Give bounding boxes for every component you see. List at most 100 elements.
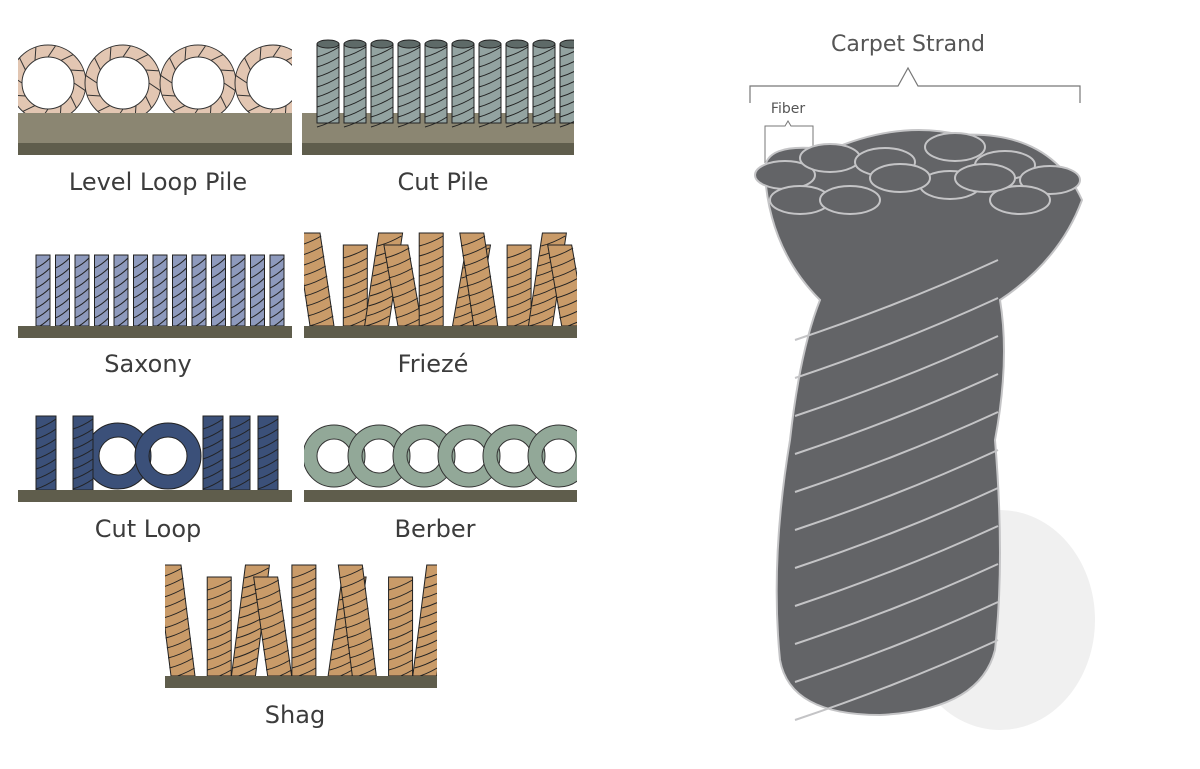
twist-line (207, 579, 232, 591)
twist-line (230, 297, 246, 309)
twist-line (316, 116, 340, 128)
twist-line (74, 277, 90, 289)
twist-line (207, 639, 232, 651)
twist-line (388, 267, 413, 279)
twist-line (419, 295, 444, 307)
twist-line (388, 639, 413, 651)
twist-line (424, 46, 448, 58)
twist-line (414, 658, 437, 669)
twist-line (291, 577, 317, 589)
twist-line (229, 438, 251, 450)
twist-line (505, 86, 529, 98)
strand-twist-line (794, 449, 999, 531)
backing (165, 676, 437, 688)
loop-twist (259, 46, 262, 61)
twist-line (113, 287, 129, 299)
twist-line (74, 307, 90, 319)
loop-twist (236, 94, 251, 97)
fiber-strand (412, 564, 437, 677)
twist-line (388, 589, 413, 601)
twist-line (343, 597, 368, 609)
panel-cutloop (18, 415, 292, 502)
twist-line (207, 619, 232, 631)
twist-line (72, 448, 94, 460)
backing (304, 326, 577, 338)
fiber-end (799, 143, 861, 173)
twist-line (94, 307, 109, 319)
twist-line (133, 307, 148, 319)
loop (135, 423, 201, 489)
twist-line (478, 86, 502, 98)
twist-line (306, 295, 331, 307)
twist-line (505, 66, 529, 78)
panel-content (304, 424, 577, 488)
twist-line (397, 96, 421, 108)
twist-line (35, 458, 57, 470)
twist-line (309, 315, 334, 327)
strand-twist-line (794, 525, 999, 607)
twist-line (235, 637, 260, 649)
loop-twist (223, 82, 236, 91)
twist-line (72, 458, 94, 470)
twist-line (250, 287, 265, 299)
twist-line (229, 448, 251, 460)
loop-twist (220, 95, 227, 109)
twist-line (316, 106, 340, 118)
twist-line (72, 468, 94, 480)
twist-line (555, 289, 577, 299)
twist-line (172, 307, 187, 319)
twist-line (424, 86, 448, 98)
twist-line (529, 315, 554, 327)
twist-line (415, 648, 437, 659)
strand-twist-line (794, 297, 999, 379)
twist-line (423, 592, 437, 599)
twist-line (316, 76, 340, 88)
twist-line (230, 267, 246, 279)
twist-line (506, 247, 532, 259)
strand-twist-line (794, 373, 999, 455)
twist-line (345, 617, 370, 629)
fiber-strand (304, 232, 335, 327)
twist-line (291, 617, 317, 629)
twist-line (397, 66, 421, 78)
loop-twist (210, 54, 224, 61)
loop-twist (109, 46, 112, 61)
twist-line (471, 305, 496, 317)
twist-line (478, 106, 502, 118)
backing (18, 143, 292, 155)
loop-twist (22, 105, 36, 112)
twist-line (478, 66, 502, 78)
twist-line (343, 76, 367, 88)
twist-line (72, 418, 94, 430)
twist-line (191, 267, 207, 279)
twist-line (557, 300, 577, 309)
twist-line (451, 86, 475, 98)
twist-line (424, 56, 448, 68)
twist-line (264, 649, 289, 661)
twist-line (202, 458, 224, 470)
twist-line (250, 257, 265, 269)
twist-line (207, 629, 232, 641)
fiber-end (954, 163, 1016, 193)
twist-line (257, 448, 279, 460)
twist-line (469, 295, 495, 307)
twist-line (202, 438, 224, 450)
twist-line (316, 96, 340, 108)
loop-twist (85, 75, 98, 84)
twist-line (232, 657, 258, 669)
strand-twist-line (794, 335, 999, 417)
twist-line (550, 257, 576, 269)
twist-line (393, 297, 419, 309)
twist-line (416, 639, 437, 649)
twist-line (304, 245, 323, 255)
twist-line (304, 265, 326, 276)
twist-line (468, 285, 493, 297)
twist-line (370, 106, 394, 118)
twist-line (343, 307, 368, 319)
twist-line (344, 607, 369, 619)
twist-line (291, 627, 317, 639)
twist-line (165, 607, 188, 618)
twist-line (166, 637, 192, 649)
loop-twist (285, 56, 292, 61)
loop (528, 425, 577, 487)
